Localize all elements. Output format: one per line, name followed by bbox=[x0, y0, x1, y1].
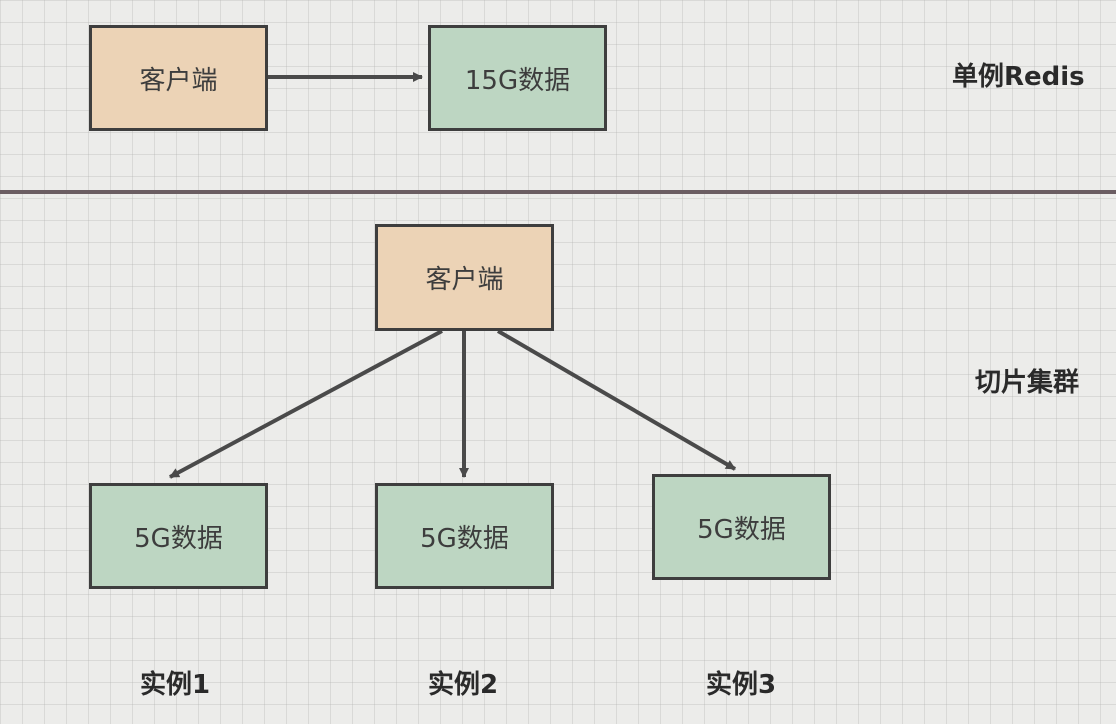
instance-2-data-label: 5G数据 bbox=[420, 523, 509, 554]
instance-1-data-box: 5G数据 bbox=[89, 483, 268, 589]
arrow-client-to-instance-3 bbox=[496, 329, 737, 471]
instance-2-label: 实例2 bbox=[428, 670, 499, 700]
instance-3-label: 实例3 bbox=[706, 670, 777, 700]
top-client-label: 客户端 bbox=[139, 65, 218, 96]
section-divider bbox=[0, 190, 1116, 194]
instance-3-data-label: 5G数据 bbox=[697, 514, 786, 545]
single-redis-label: 单例Redis bbox=[952, 62, 1085, 92]
arrow-client-to-instance-1 bbox=[169, 329, 443, 479]
instance-1-data-label: 5G数据 bbox=[134, 523, 223, 554]
bottom-client-label: 客户端 bbox=[425, 265, 504, 295]
instance-1-label: 实例1 bbox=[140, 670, 211, 700]
top-data-label: 15G数据 bbox=[464, 65, 571, 96]
top-data-box: 15G数据 bbox=[428, 25, 607, 131]
instance-3-data-box: 5G数据 bbox=[652, 474, 831, 580]
bottom-client-box: 客户端 bbox=[375, 224, 554, 331]
sharded-cluster-label: 切片集群 bbox=[975, 368, 1080, 398]
top-client-box: 客户端 bbox=[89, 25, 268, 131]
instance-2-data-box: 5G数据 bbox=[375, 483, 554, 589]
